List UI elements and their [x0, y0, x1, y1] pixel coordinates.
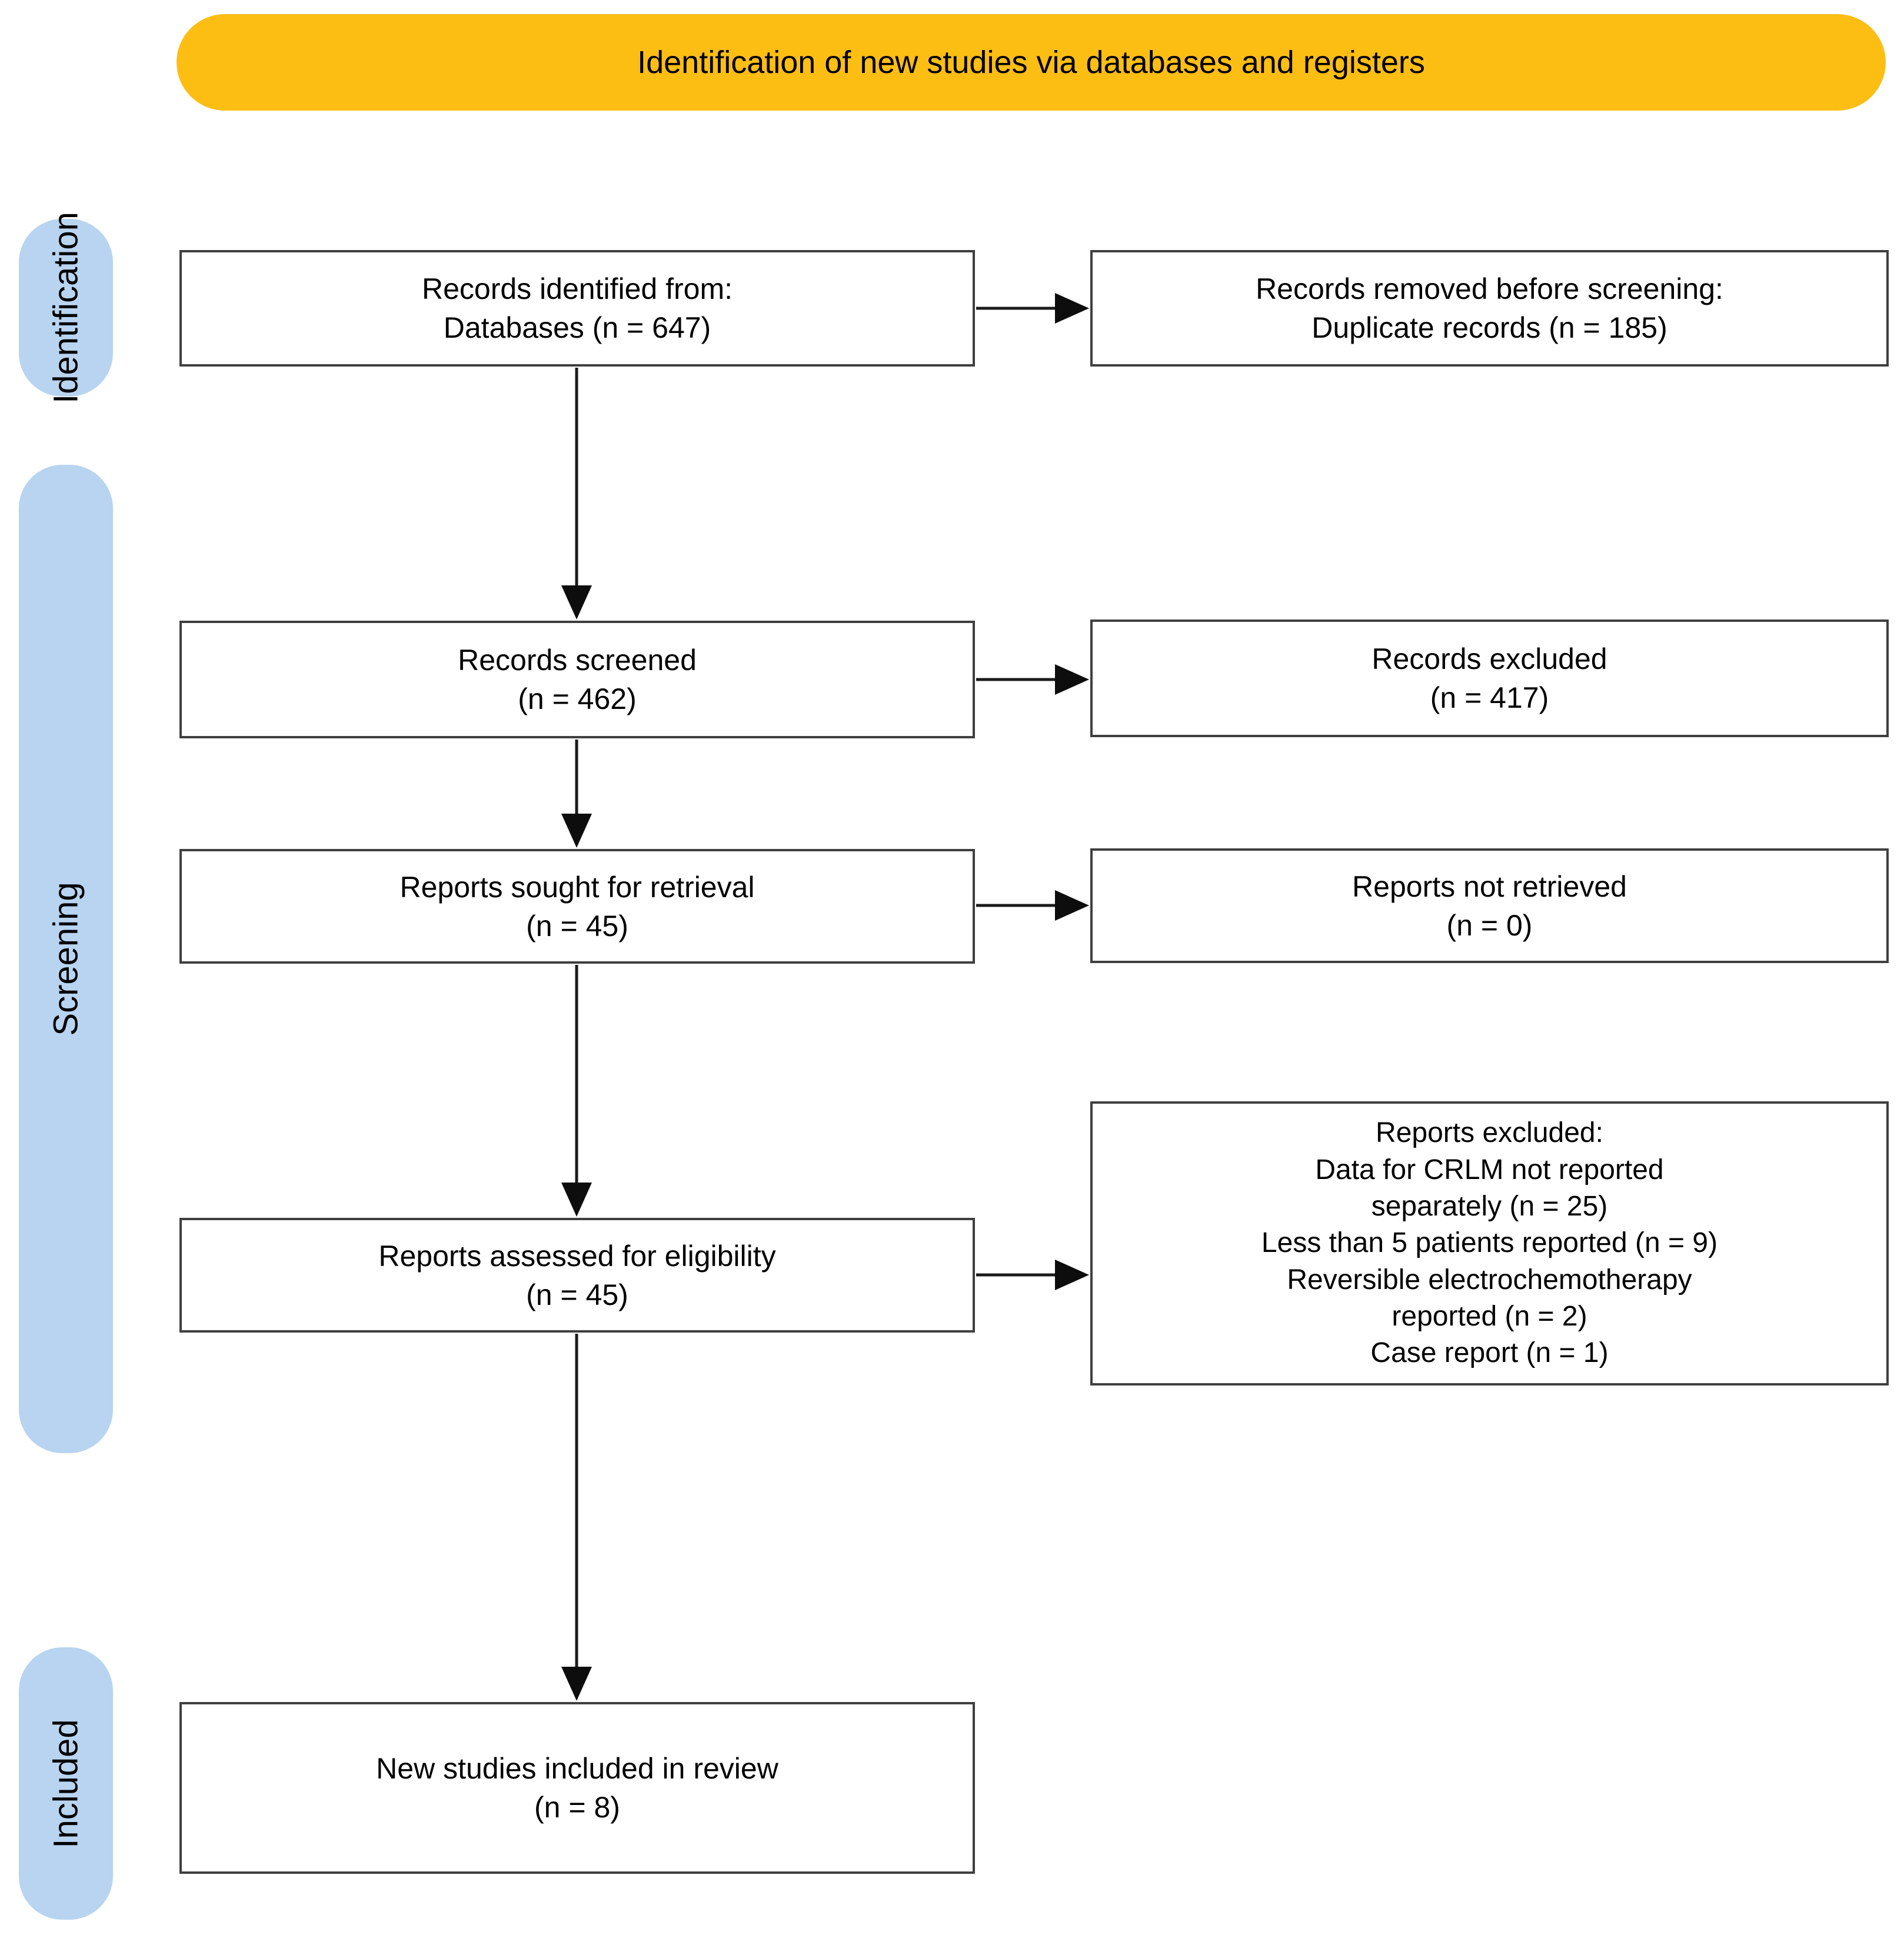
- arrow-assessed-to-new-included: [561, 1334, 592, 1701]
- stage-label-included: Included: [46, 1718, 85, 1849]
- stage-label-identification: Identification: [46, 212, 85, 404]
- arrow-screened-to-sought: [561, 740, 592, 848]
- stage-pill-identification: Identification: [19, 212, 113, 404]
- box-records-excluded: Records excluded (n = 417): [1090, 620, 1889, 737]
- box-reports-assessed: Reports assessed for eligibility (n = 45…: [179, 1218, 975, 1333]
- box-records-identified: Records identified from: Databases (n = …: [179, 250, 975, 367]
- box-records-removed: Records removed before screening: Duplic…: [1090, 250, 1889, 367]
- arrow-identified-to-removed: [976, 293, 1089, 324]
- stage-pill-included: Included: [19, 1647, 113, 1920]
- arrow-assessed-to-reports-excluded: [976, 1260, 1089, 1290]
- box-reports-excluded-reasons: Reports excluded: Data for CRLM not repo…: [1090, 1101, 1889, 1386]
- box-reports-sought: Reports sought for retrieval (n = 45): [179, 849, 975, 964]
- box-reports-not-retrieved: Reports not retrieved (n = 0): [1090, 848, 1889, 963]
- stage-label-screening: Screening: [46, 882, 85, 1036]
- box-records-screened: Records screened (n = 462): [179, 621, 975, 738]
- box-new-studies-included: New studies included in review (n = 8): [179, 1702, 975, 1874]
- arrow-identified-to-screened: [561, 368, 592, 620]
- arrow-sought-to-not-retrieved: [976, 890, 1089, 921]
- stage-pill-screening: Screening: [19, 465, 113, 1453]
- arrow-sought-to-assessed: [561, 965, 592, 1217]
- banner-title: Identification of new studies via databa…: [177, 14, 1886, 111]
- arrow-screened-to-excluded: [976, 664, 1089, 695]
